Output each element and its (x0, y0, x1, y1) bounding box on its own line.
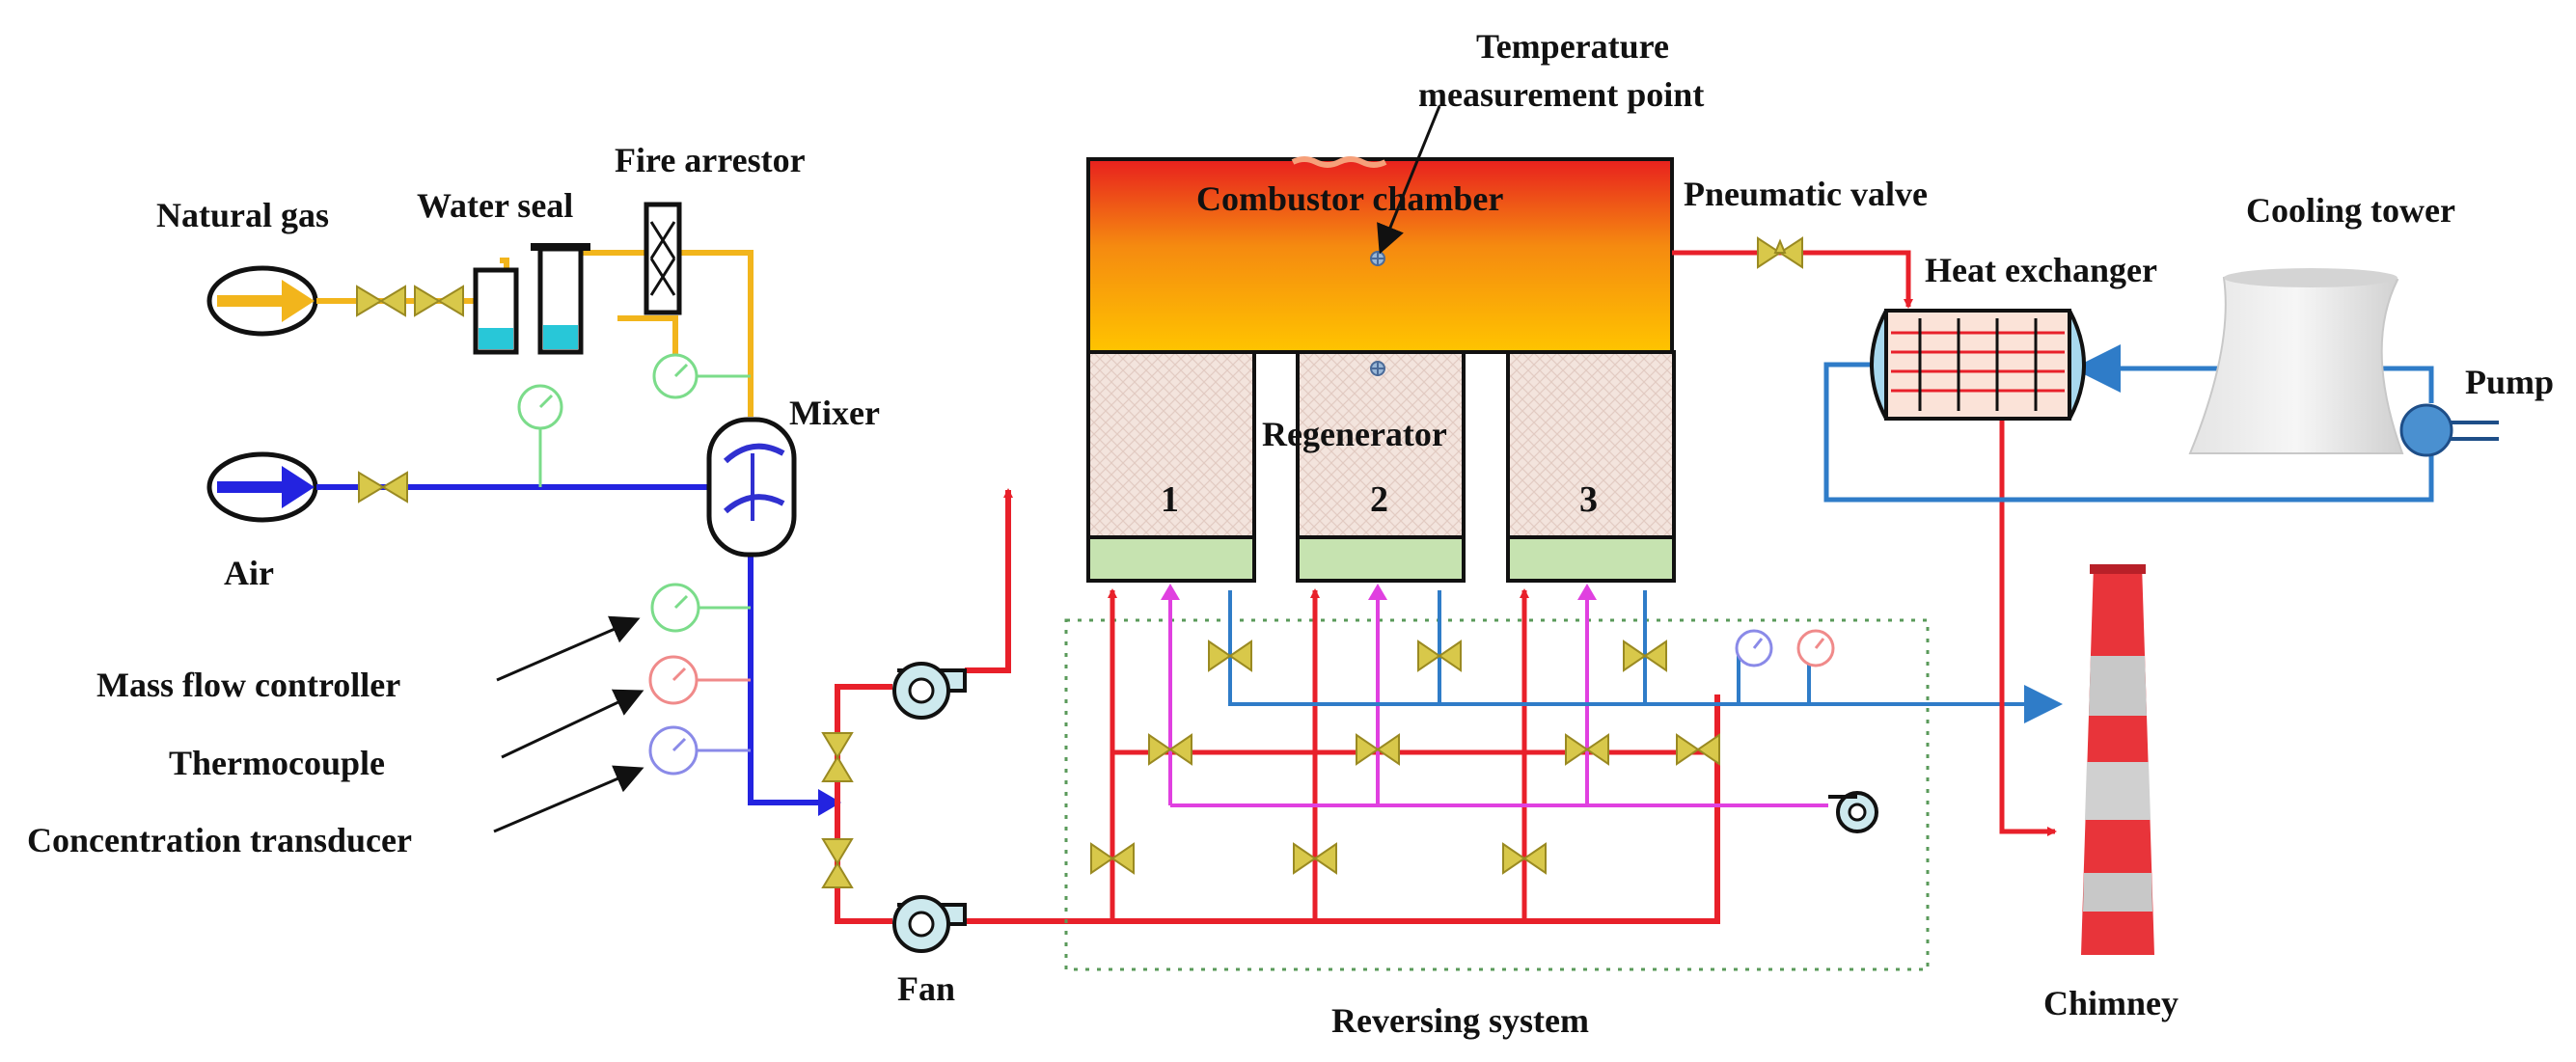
chimney-label: Chimney (2043, 984, 2179, 1022)
concentration-gauge (648, 725, 751, 776)
red-risers (1108, 588, 1717, 921)
purge-lines (1168, 590, 1828, 807)
mass-flow-gauge-gas (652, 353, 751, 399)
chimney (2081, 564, 2154, 955)
mass-flow-gauge-mix (650, 583, 751, 633)
pump[interactable] (2399, 403, 2499, 457)
hot-gas-line (1672, 250, 2057, 836)
temp-point-lower (1370, 361, 1385, 376)
purge-fan[interactable] (1828, 791, 1878, 833)
mix-valves[interactable] (821, 732, 854, 888)
reversing-valves[interactable] (1090, 640, 1720, 875)
measurement-point-label: measurement point (1418, 75, 1704, 114)
temp-point-upper (1370, 251, 1385, 266)
legend-pointers (493, 615, 644, 833)
fan-label: Fan (897, 969, 955, 1008)
air-label: Air (224, 554, 274, 592)
cooling-tower (2188, 268, 2404, 454)
chamber-3-label: 3 (1579, 479, 1598, 520)
concentration-transducer-label: Concentration transducer (27, 821, 412, 859)
chamber-1-label: 1 (1161, 479, 1179, 520)
pneumatic-valve[interactable] (1757, 236, 1803, 269)
fan-lower[interactable] (892, 895, 967, 953)
thermocouple-label: Thermocouple (169, 744, 385, 782)
fire-arrestor-label: Fire arrestor (615, 141, 806, 179)
air-source (206, 451, 318, 523)
regenerator-1 (1086, 350, 1256, 583)
regenerator-2 (1296, 350, 1466, 583)
mixer (706, 417, 797, 558)
cooling-tower-label: Cooling tower (2246, 191, 2455, 230)
gas-valve[interactable] (356, 285, 464, 317)
purge-arrowheads (1161, 584, 1597, 600)
combustor-chamber-label: Combustor chamber (1196, 179, 1503, 218)
regenerator-label: Regenerator (1262, 415, 1447, 453)
exhaust-thermocouple-gauge (1796, 629, 1835, 667)
reversing-system-box (1064, 618, 1930, 971)
mass-flow-gauge-air (517, 384, 563, 487)
reversing-system-label: Reversing system (1331, 1001, 1589, 1040)
pump-label: Pump (2465, 363, 2554, 401)
natural-gas-source (206, 265, 318, 337)
natural-gas-label: Natural gas (156, 196, 329, 234)
air-valve[interactable] (358, 471, 408, 504)
fan-upper[interactable] (892, 662, 967, 720)
heat-exchanger (1870, 309, 2086, 421)
regenerator-3 (1506, 350, 1676, 583)
water-seal-label: Water seal (417, 186, 573, 225)
temperature-label: Temperature (1476, 27, 1669, 66)
chamber-2-label: 2 (1370, 479, 1388, 520)
temp-point-pointer (1377, 105, 1441, 255)
pneumatic-valve-label: Pneumatic valve (1684, 175, 1928, 213)
air-arrow (818, 789, 841, 816)
thermocouple-gauge (648, 655, 751, 705)
exhaust-concentration-gauge (1735, 629, 1773, 667)
exhaust-lines (1228, 590, 2063, 723)
mixer-label: Mixer (789, 394, 880, 432)
mass-flow-controller-label: Mass flow controller (96, 666, 400, 704)
fire-arrestor (644, 202, 682, 315)
water-seal (473, 243, 590, 355)
heat-exchanger-label: Heat exchanger (1925, 251, 2157, 289)
